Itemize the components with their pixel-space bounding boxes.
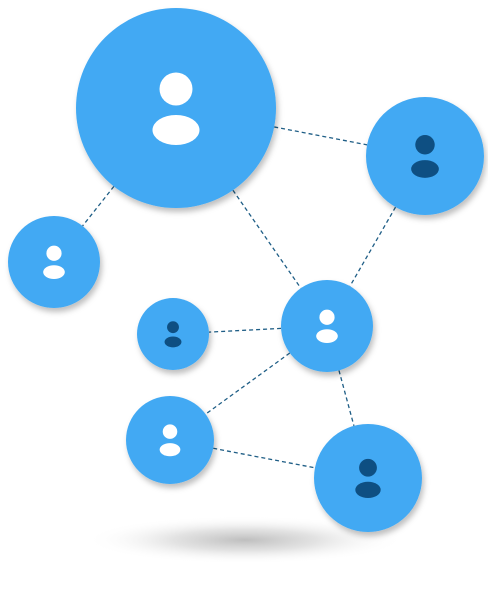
- node-circle: [281, 280, 373, 372]
- link-node-4-node-7: [338, 370, 355, 427]
- user-node-5[interactable]: [137, 298, 209, 370]
- node-circle: [8, 216, 100, 308]
- user-icon: [355, 458, 381, 498]
- user-icon: [164, 321, 182, 348]
- node-circle: [137, 298, 209, 370]
- link-node-1-node-2: [274, 126, 368, 146]
- user-icon: [411, 135, 439, 178]
- user-icon: [316, 309, 338, 344]
- link-node-4-node-5: [208, 327, 282, 333]
- link-node-4-node-6: [205, 352, 291, 415]
- node-circle: [366, 97, 484, 215]
- user-node-6[interactable]: [126, 396, 214, 484]
- link-node-1-node-3: [82, 185, 115, 227]
- user-node-4[interactable]: [281, 280, 373, 372]
- node-circle: [314, 424, 422, 532]
- nodes: [8, 8, 484, 532]
- ground-shadow: [85, 516, 405, 564]
- user-node-1[interactable]: [76, 8, 276, 208]
- link-node-6-node-7: [213, 447, 316, 469]
- user-icon: [152, 72, 200, 145]
- node-circle: [76, 8, 276, 208]
- link-node-1-node-4: [232, 189, 302, 289]
- user-icon: [159, 424, 181, 457]
- user-node-3[interactable]: [8, 216, 100, 308]
- links: [82, 126, 397, 469]
- link-node-2-node-4: [349, 206, 397, 287]
- user-icon: [43, 245, 65, 280]
- user-node-2[interactable]: [366, 97, 484, 215]
- user-node-7[interactable]: [314, 424, 422, 532]
- node-circle: [126, 396, 214, 484]
